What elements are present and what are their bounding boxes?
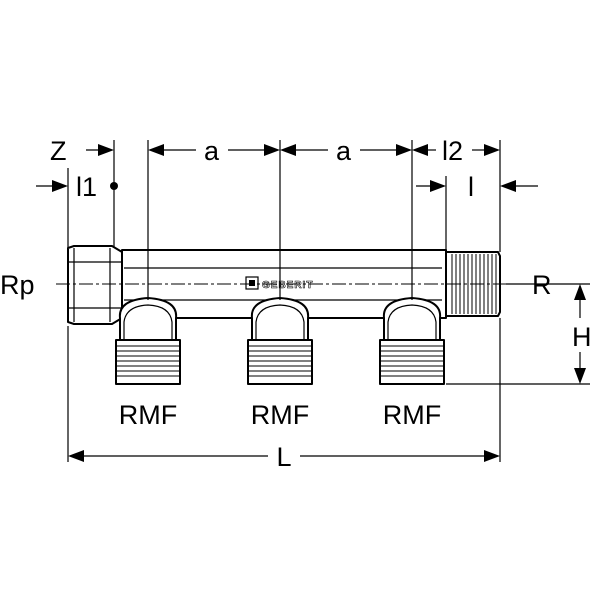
dimension-l2: l2	[412, 136, 500, 166]
extension-lines	[67, 140, 590, 462]
label-length: L	[276, 442, 291, 472]
svg-text:GEBERIT: GEBERIT	[262, 280, 313, 291]
dimension-a-left: a	[148, 136, 280, 166]
outlet-thread-lines	[380, 345, 444, 377]
dimension-l1: l1	[36, 172, 118, 202]
label-l2: l2	[442, 136, 463, 166]
dimension-z: Z	[50, 136, 114, 166]
label-a-right: a	[336, 136, 352, 166]
outlet-label-2: RMF	[251, 400, 309, 430]
label-a-left: a	[204, 136, 220, 166]
label-z: Z	[50, 136, 67, 166]
label-l: l	[468, 172, 474, 202]
l1-reference-dot	[110, 182, 118, 190]
main-tube	[121, 249, 447, 319]
label-r: R	[532, 270, 552, 300]
geberit-logo: GEBERIT	[245, 276, 313, 291]
outlet-label-3: RMF	[383, 400, 441, 430]
manifold-body: GEBERIT	[67, 245, 501, 325]
outlet-2	[247, 297, 313, 385]
dimension-l: l	[416, 172, 538, 202]
label-h: H	[572, 322, 592, 352]
female-thread-nut	[67, 245, 123, 325]
outlet-label-1: RMF	[119, 400, 177, 430]
outlet-1	[115, 297, 181, 385]
dimension-length: L	[68, 442, 500, 472]
dimension-h: H	[572, 284, 592, 384]
label-rp: Rp	[0, 270, 35, 300]
outlet-thread-lines	[116, 345, 180, 377]
label-l1: l1	[76, 172, 97, 202]
dimension-a-right: a	[280, 136, 412, 166]
outlet-thread-lines	[248, 345, 312, 377]
outlet-3	[379, 297, 445, 385]
